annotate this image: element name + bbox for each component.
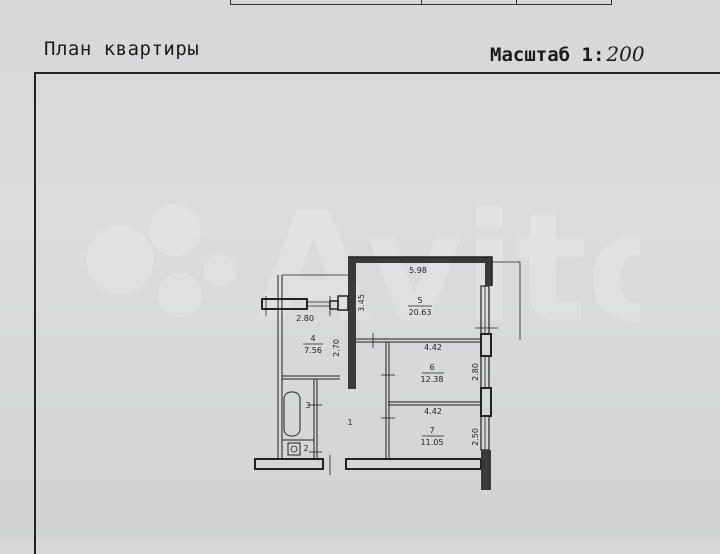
scale-prefix: Масштаб 1: [490, 44, 605, 66]
dim-room4-width: 2.80 [296, 314, 314, 323]
scale-value: 200 [606, 42, 645, 66]
table-cell [421, 0, 517, 4]
dim-room7-width: 4.42 [424, 407, 442, 416]
dim-room7-height: 2.50 [471, 428, 480, 446]
room-5-number: 5 [417, 296, 422, 305]
floor-plan: 5.98 5 20.63 3.45 2.80 4 7.56 2.70 4.42 … [254, 256, 521, 490]
page-title: План квартиры [44, 38, 200, 60]
room-4-area: 7.56 [304, 346, 322, 355]
dim-room4-height: 2.70 [332, 339, 341, 357]
table-cell [231, 0, 422, 4]
dim-room6-height: 2.80 [471, 363, 480, 381]
scale-label: Масштаб 1:200 [490, 42, 645, 66]
room-7-area: 11.05 [421, 438, 444, 447]
room-7-number: 7 [429, 426, 434, 435]
room-6-area: 12.38 [421, 375, 444, 384]
room-1-number: 1 [347, 418, 352, 427]
header-table-fragment [230, 0, 612, 5]
room-5-area: 20.63 [409, 308, 432, 317]
room-2-number: 2 [303, 444, 308, 453]
room-6-number: 6 [429, 363, 434, 372]
plan-frame [34, 72, 720, 554]
room-4-number: 4 [310, 334, 315, 343]
dim-room5-height: 3.45 [357, 294, 366, 312]
room-3-number: 3 [305, 401, 310, 410]
dim-room5-width: 5.98 [409, 266, 427, 275]
dim-room6-width: 4.42 [424, 343, 442, 352]
